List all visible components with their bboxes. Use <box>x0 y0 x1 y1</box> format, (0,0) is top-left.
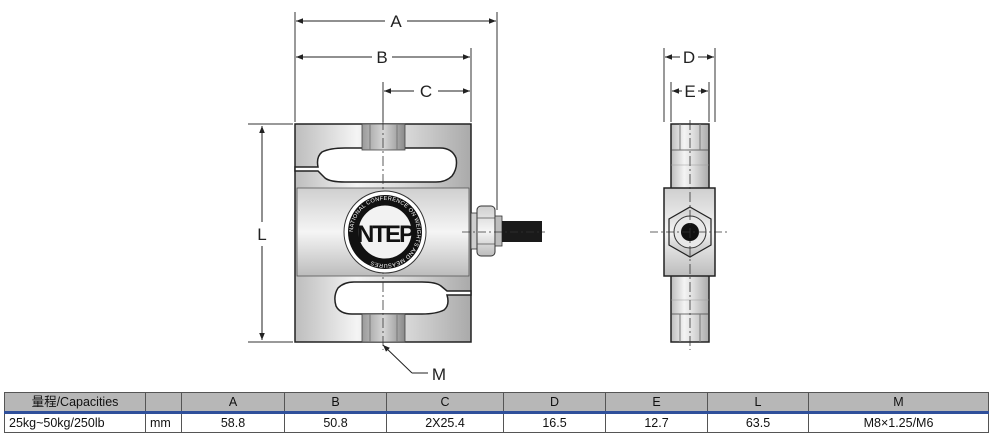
header-unit <box>145 392 182 413</box>
table-header-row: 量程/Capacities A B C D E L M <box>4 392 989 413</box>
front-view: A B C L <box>248 12 545 384</box>
header-b: B <box>284 392 387 413</box>
cell-b: 50.8 <box>284 411 387 433</box>
cell-c: 2X25.4 <box>386 411 504 433</box>
side-view: D E <box>650 48 730 350</box>
header-e: E <box>605 392 708 413</box>
dimension-a: A <box>296 12 496 31</box>
cell-e: 12.7 <box>605 411 708 433</box>
dimension-m-label: M <box>432 365 446 384</box>
cell-a: 58.8 <box>181 411 285 433</box>
dimension-l: L <box>257 126 267 340</box>
dimension-e: E <box>672 82 708 101</box>
dimension-m: M <box>382 344 446 384</box>
load-cell-drawing: A B C L <box>248 12 730 384</box>
header-a: A <box>181 392 285 413</box>
ntep-seal: NATIONAL CONFERENCE ON WEIGHTS AND MEASU… <box>343 190 427 274</box>
dimension-d: D <box>665 48 714 67</box>
dimension-c-label: C <box>420 82 432 101</box>
logo-text: NTEP <box>357 221 415 248</box>
cell-d: 16.5 <box>503 411 606 433</box>
dimension-b: B <box>296 48 470 67</box>
table-row: 25kg~50kg/250lb mm 58.8 50.8 2X25.4 16.5… <box>4 411 989 433</box>
spec-table: 量程/Capacities A B C D E L M 25kg~50kg/25… <box>4 392 989 433</box>
dimension-b-label: B <box>376 48 387 67</box>
header-d: D <box>503 392 606 413</box>
dimension-c: C <box>384 82 470 101</box>
cable-fitting <box>462 205 545 257</box>
header-l: L <box>707 392 809 413</box>
dimension-e-label: E <box>684 82 695 101</box>
header-c: C <box>386 392 504 413</box>
cell-l: 63.5 <box>707 411 809 433</box>
dimension-d-label: D <box>683 48 695 67</box>
header-m: M <box>808 392 989 413</box>
dimension-l-label: L <box>257 225 266 244</box>
cell-unit: mm <box>145 411 182 433</box>
header-capacities: 量程/Capacities <box>4 392 146 413</box>
cell-m: M8×1.25/M6 <box>808 411 989 433</box>
dimension-a-label: A <box>390 12 402 31</box>
cell-capacity: 25kg~50kg/250lb <box>4 411 146 433</box>
